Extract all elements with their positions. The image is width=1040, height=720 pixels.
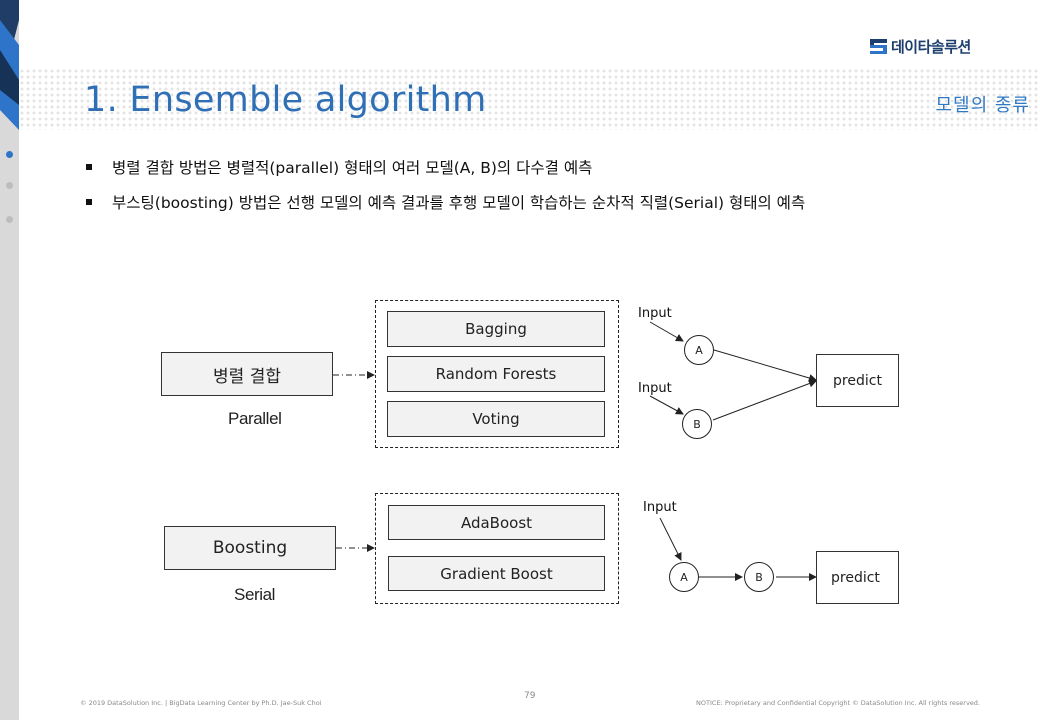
side-nav-dot[interactable] xyxy=(6,216,13,223)
bullet-item: 부스팅(boosting) 방법은 선행 모델의 예측 결과를 후행 모델이 학… xyxy=(86,191,805,213)
side-nav-dot-active[interactable] xyxy=(6,151,13,158)
node-a: A xyxy=(684,335,714,365)
b-to-predict-arrow xyxy=(712,379,817,421)
bullet-text: 부스팅(boosting) 방법은 선행 모델의 예측 결과를 후행 모델이 학… xyxy=(112,194,806,212)
footer-copyright: © 2019 DataSolution Inc. | BigData Learn… xyxy=(80,699,322,707)
input-to-b-arrow xyxy=(649,395,684,415)
bullet-list: 병렬 결합 방법은 병렬적(parallel) 형태의 여러 모델(A, B)의… xyxy=(86,156,805,226)
input-label: Input xyxy=(638,381,672,396)
page-title: 1. Ensemble algorithm xyxy=(84,80,487,120)
footer-notice: NOTICE: Proprietary and Confidential Cop… xyxy=(696,699,980,707)
input-to-a-arrow xyxy=(649,321,684,342)
boosting-combine-box: Boosting xyxy=(164,526,336,570)
node-b: B xyxy=(682,409,712,439)
input-label: Input xyxy=(643,500,677,515)
method-box-voting: Voting xyxy=(387,401,605,437)
node-b: B xyxy=(744,562,774,592)
page-number: 79 xyxy=(524,691,536,701)
title-band xyxy=(19,68,1040,130)
square-bullet-icon xyxy=(86,164,92,170)
logo-mark-icon xyxy=(870,39,887,54)
predict-box: predict xyxy=(816,354,899,407)
parallel-caption: Parallel xyxy=(228,409,282,428)
bullet-text: 병렬 결합 방법은 병렬적(parallel) 형태의 여러 모델(A, B)의… xyxy=(112,159,593,177)
side-decoration-graphic xyxy=(0,0,19,130)
serial-caption: Serial xyxy=(234,585,276,604)
serial-input-to-a-arrow xyxy=(659,517,682,561)
logo-text: 데이타솔루션 xyxy=(891,38,971,56)
bullet-item: 병렬 결합 방법은 병렬적(parallel) 형태의 여러 모델(A, B)의… xyxy=(86,156,805,178)
side-nav-dot[interactable] xyxy=(6,182,13,189)
method-box-adaboost: AdaBoost xyxy=(388,505,605,540)
method-box-bagging: Bagging xyxy=(387,311,605,347)
parallel-combine-box: 병렬 결합 xyxy=(161,352,333,396)
method-box-gradient-boost: Gradient Boost xyxy=(388,556,605,591)
input-label: Input xyxy=(638,306,672,321)
square-bullet-icon xyxy=(86,199,92,205)
node-a: A xyxy=(669,562,699,592)
section-label: 모델의 종류 xyxy=(935,95,1030,116)
a-to-predict-arrow xyxy=(713,349,817,382)
method-box-random-forests: Random Forests xyxy=(387,356,605,392)
predict-box: predict xyxy=(816,551,899,604)
company-logo: 데이타솔루션 xyxy=(870,36,971,57)
side-strip xyxy=(0,0,19,720)
